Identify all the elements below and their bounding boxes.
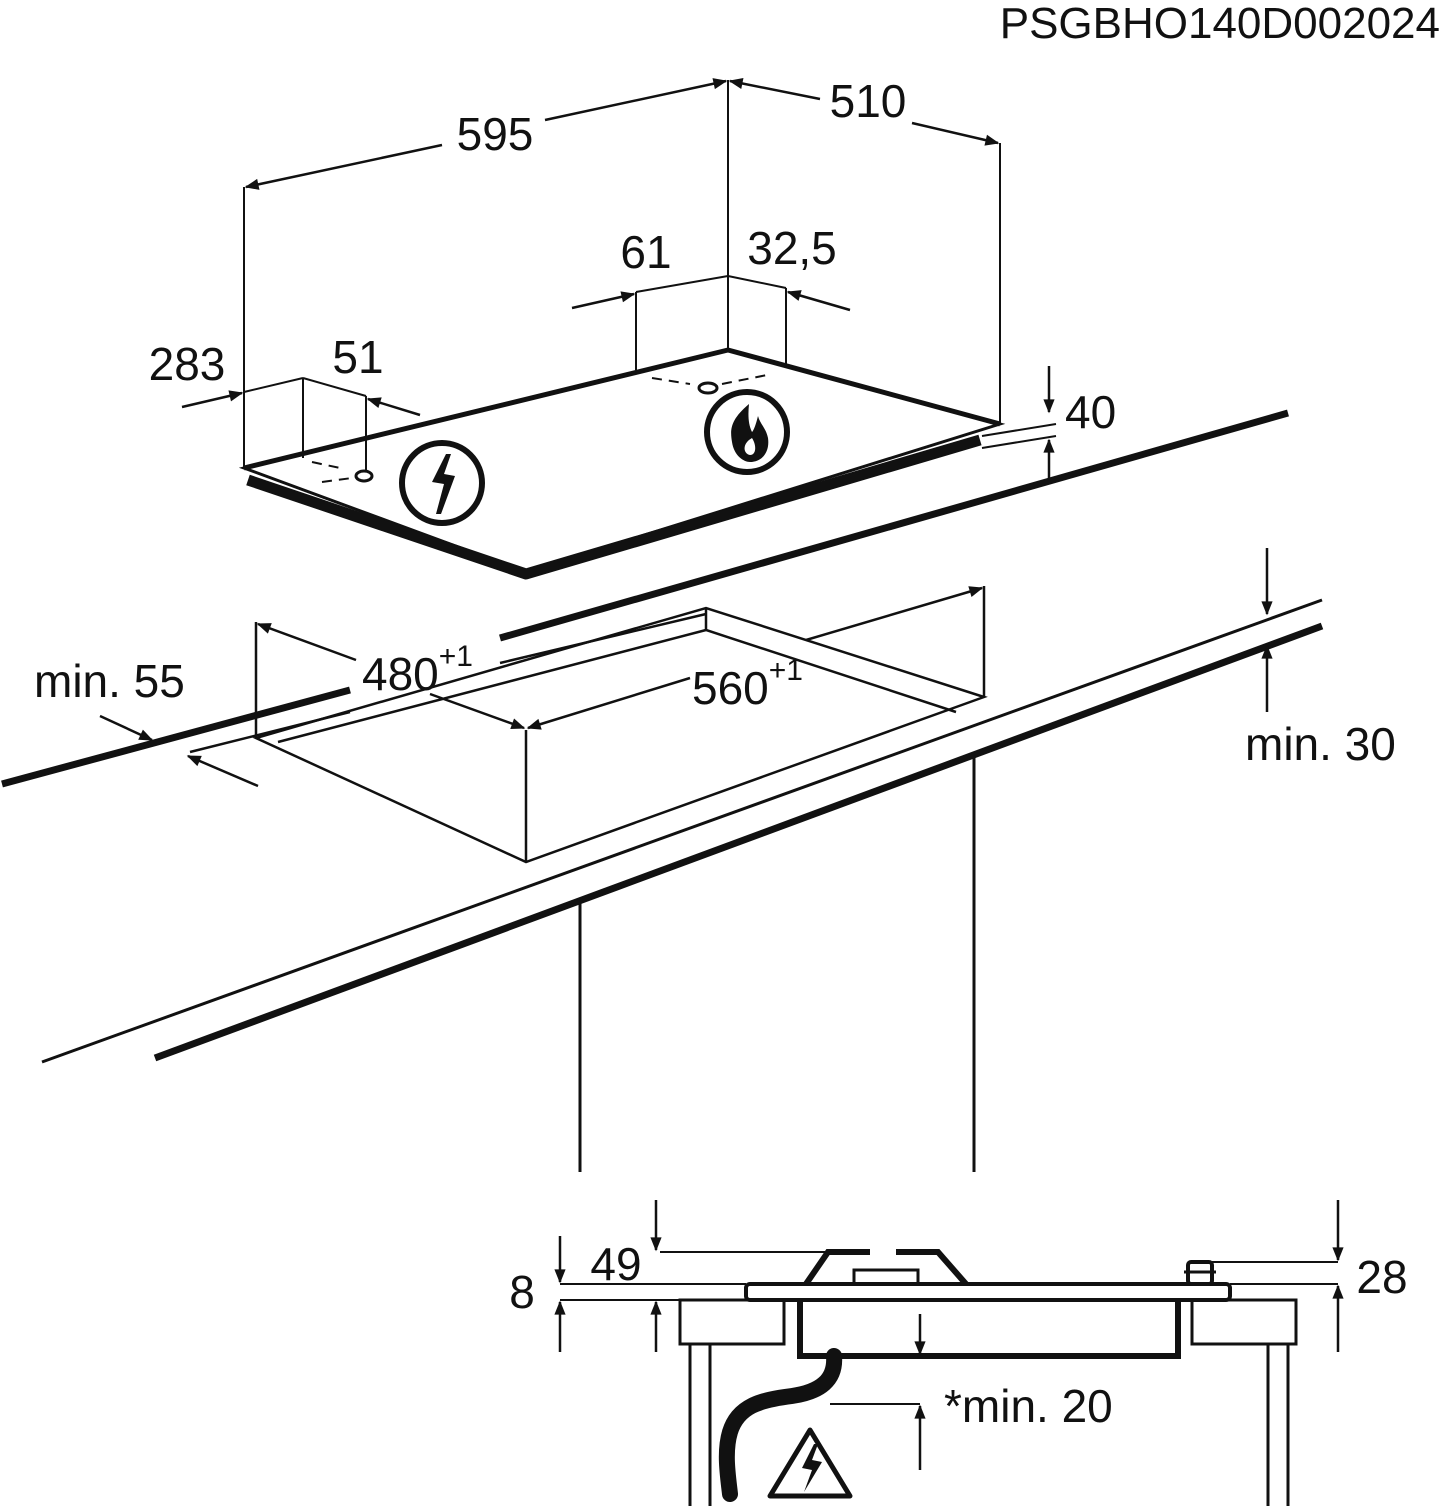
dimension-min-worktop-thickness: min. 30 bbox=[1245, 718, 1396, 770]
flame-icon bbox=[704, 389, 790, 475]
dimension-gas-inlet-x: 61 bbox=[620, 226, 671, 278]
dimension-section-burner: 49 bbox=[590, 1238, 641, 1290]
hob-thick-edge bbox=[246, 434, 982, 580]
dimension-min-clearance-below: *min. 20 bbox=[944, 1380, 1113, 1432]
dimension-electric-inlet-x: 283 bbox=[149, 338, 226, 390]
worktop-cutout bbox=[252, 606, 988, 864]
dimension-cutout-width: 560+1 bbox=[692, 654, 803, 714]
section-view bbox=[560, 1249, 1338, 1506]
dimension-lines-cutout bbox=[99, 548, 1273, 788]
dimension-depth: 510 bbox=[830, 75, 907, 127]
dimension-lines-section bbox=[554, 1200, 1344, 1470]
dimension-min-front-distance: min. 55 bbox=[34, 655, 185, 707]
hob-appliance bbox=[238, 80, 1057, 580]
dimension-lines-top bbox=[181, 77, 1055, 482]
dimension-section-knob: 28 bbox=[1356, 1251, 1407, 1303]
lightning-bolt-icon bbox=[399, 440, 485, 526]
dimension-section-glass: 8 bbox=[509, 1266, 535, 1318]
dimension-cutout-depth: 480+1 bbox=[362, 640, 473, 700]
dimension-width: 595 bbox=[457, 108, 534, 160]
dimension-electric-inlet-y: 51 bbox=[332, 331, 383, 383]
worktop bbox=[1, 409, 1324, 1172]
warning-triangle-icon bbox=[767, 1427, 853, 1499]
document-code: PSGBHO140D002024 bbox=[1000, 0, 1440, 48]
dimension-appliance-height: 40 bbox=[1065, 386, 1116, 438]
hob-top-surface bbox=[238, 348, 1006, 574]
dimension-gas-inlet-y: 32,5 bbox=[747, 222, 837, 274]
